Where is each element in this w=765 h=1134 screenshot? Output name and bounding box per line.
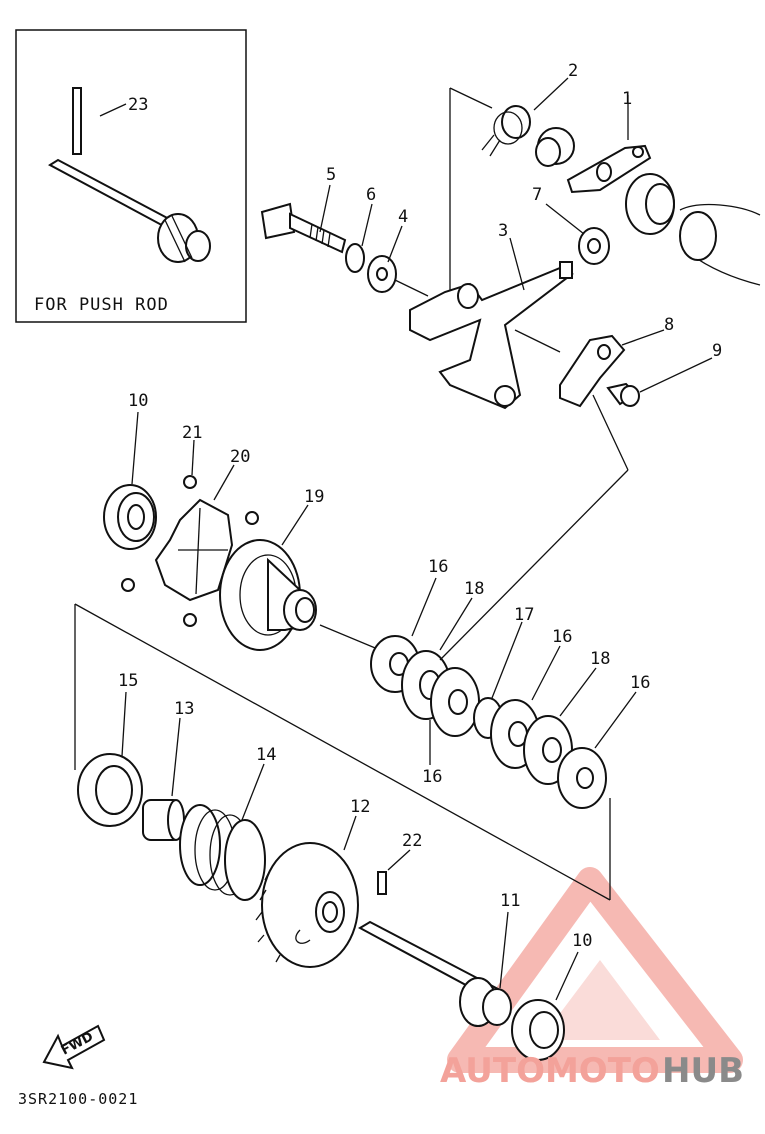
part-label-12: 12 [350, 797, 370, 817]
part-label-16-a: 16 [428, 557, 448, 577]
part-label-17: 17 [514, 605, 534, 625]
part-label-14: 14 [256, 745, 276, 765]
part-label-15: 15 [118, 671, 138, 691]
part-label-3: 3 [498, 221, 508, 241]
fwd-arrow-icon: FWD [42, 1024, 106, 1070]
part-label-23: 23 [128, 95, 148, 115]
part-label-16-d: 16 [422, 767, 442, 787]
part-label-9: 9 [712, 341, 722, 361]
part-labels: 1 2 3 4 5 6 7 8 9 10 21 20 19 16 18 17 1… [118, 61, 722, 951]
part-label-19: 19 [304, 487, 324, 507]
watermark-text: AUTOMOTO HUB [440, 1051, 744, 1091]
part-label-16-b: 16 [552, 627, 572, 647]
part-label-2: 2 [568, 61, 578, 81]
watermark-text-secondary: HUB [662, 1051, 744, 1091]
part-label-22: 22 [402, 831, 422, 851]
diagram-code: 3SR2100-0021 [18, 1090, 138, 1108]
inset-caption: FOR PUSH ROD [34, 295, 169, 315]
part-label-8: 8 [664, 315, 674, 335]
part-label-18-a: 18 [464, 579, 484, 599]
part-label-21: 21 [182, 423, 202, 443]
part-label-13: 13 [174, 699, 194, 719]
part-label-5: 5 [326, 165, 336, 185]
part-label-20: 20 [230, 447, 250, 467]
middle-assembly [74, 411, 637, 901]
part-label-1: 1 [622, 89, 632, 109]
upper-lever-assembly [260, 77, 761, 471]
part-label-7: 7 [532, 185, 542, 205]
part-label-10-lower: 10 [572, 931, 592, 951]
part-label-6: 6 [366, 185, 376, 205]
watermark-logo [447, 867, 743, 1073]
watermark-text-primary: AUTOMOTO [440, 1051, 660, 1091]
part-label-11: 11 [500, 891, 520, 911]
lower-assembly [77, 691, 579, 1061]
push-rod-inset: 23 FOR PUSH ROD [15, 29, 247, 323]
part-label-16-c: 16 [630, 673, 650, 693]
part-label-10-upper: 10 [128, 391, 148, 411]
part-label-18-b: 18 [590, 649, 610, 669]
part-label-4: 4 [398, 207, 408, 227]
